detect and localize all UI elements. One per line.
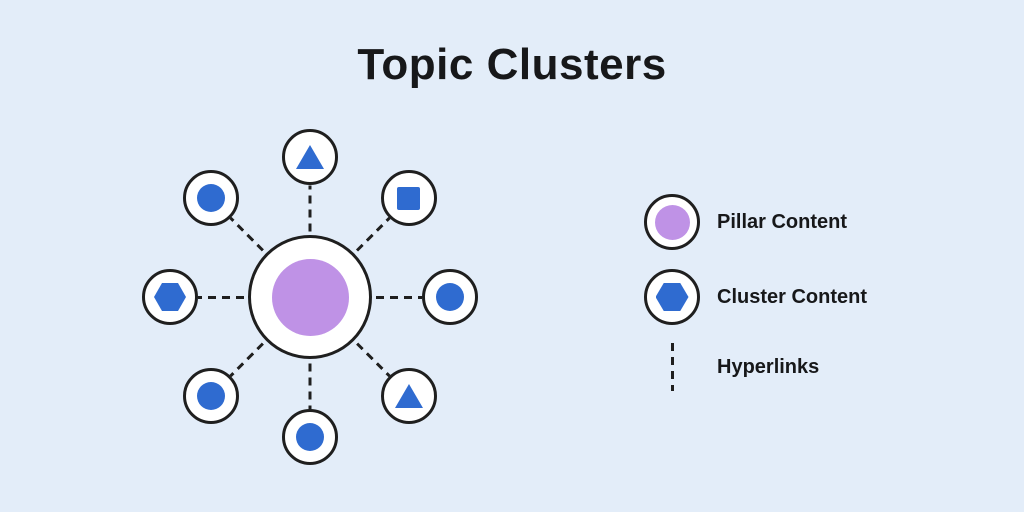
triangle-icon <box>296 145 324 169</box>
triangle-icon <box>394 383 423 408</box>
hyperlink-connector <box>355 216 391 252</box>
pillar-circle-icon <box>271 258 349 336</box>
hyperlink-connector <box>229 216 265 252</box>
hyperlink-connector <box>376 295 422 299</box>
hyperlink-connector <box>308 185 312 231</box>
square-icon <box>397 186 421 210</box>
cluster-node-circle <box>183 367 239 424</box>
legend-label: Pillar Content <box>717 210 848 233</box>
cluster-node-square <box>380 170 437 226</box>
hyperlink-connector <box>229 342 265 378</box>
legend-label: Hyperlinks <box>717 355 820 378</box>
circle-icon <box>436 283 464 311</box>
legend-item-hyperlinks: Hyperlinks <box>644 339 819 395</box>
cluster-node-circle <box>282 409 338 465</box>
pillar-circle-icon <box>654 204 690 240</box>
circle-icon <box>296 423 324 451</box>
circle-icon <box>197 381 225 410</box>
page-title: Topic Clusters <box>357 40 667 89</box>
cluster-node-circle <box>183 170 239 226</box>
pillar-hub-node <box>248 235 372 359</box>
legend-label: Cluster Content <box>717 285 867 308</box>
pillar-marker <box>644 194 700 250</box>
hyperlink-connector <box>308 363 312 409</box>
hyperlink-connector <box>355 342 391 378</box>
cluster-marker <box>644 269 700 325</box>
cluster-node-triangle <box>380 367 437 424</box>
circle-icon <box>197 184 225 212</box>
cluster-node-hexagon <box>142 269 198 325</box>
hyperlink-connector <box>198 295 244 299</box>
hyperlink-marker <box>644 339 700 395</box>
cluster-hexagon-icon <box>655 283 689 311</box>
legend-item-pillar-content: Pillar Content <box>644 194 847 250</box>
cluster-node-circle <box>422 269 478 325</box>
dashed-line-icon <box>670 343 674 391</box>
legend-item-cluster-content: Cluster Content <box>644 269 867 325</box>
cluster-node-triangle <box>282 129 338 185</box>
hexagon-icon <box>154 283 186 311</box>
